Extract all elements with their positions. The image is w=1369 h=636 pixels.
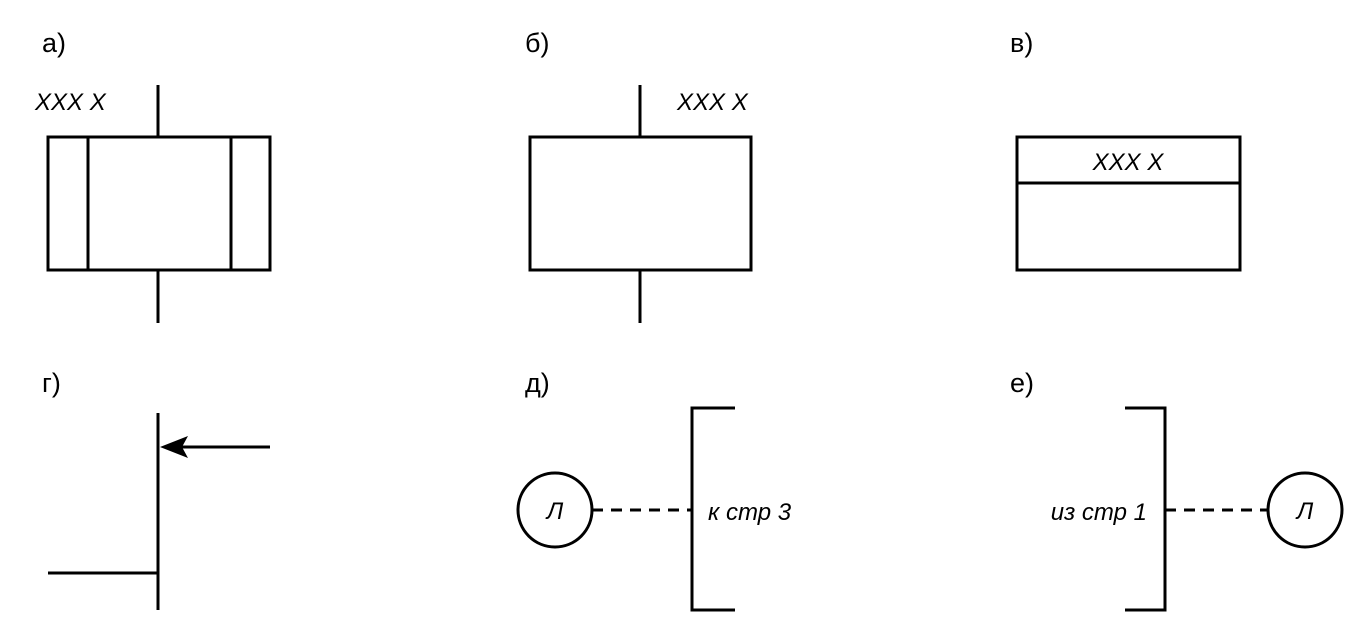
block-label-b: XXX X — [676, 89, 749, 116]
comment-text: к стр 3 — [708, 499, 792, 526]
panel-a: а) XXX X — [34, 28, 272, 323]
connector-label: Л — [1295, 498, 1314, 525]
panel-e: е) из стр 1 Л — [1010, 368, 1344, 612]
process-block — [528, 135, 753, 272]
block-label-a: XXX X — [34, 89, 107, 116]
panel-d: д) Л к стр 3 — [516, 368, 792, 612]
panel-label-d: д) — [525, 368, 550, 398]
panel-v: в) XXX X — [1010, 28, 1242, 272]
comment-bracket — [690, 406, 735, 612]
process-block-with-header — [1015, 135, 1242, 272]
block-label-v: XXX X — [1092, 149, 1165, 176]
comment-text: из стр 1 — [1051, 499, 1147, 526]
panel-label-a: а) — [42, 28, 66, 58]
predefined-process-block — [46, 135, 272, 272]
connector-circle — [1266, 471, 1344, 549]
panel-g: г) — [42, 368, 270, 610]
panel-label-b: б) — [525, 28, 549, 58]
panel-b: б) XXX X — [525, 28, 753, 323]
panel-label-v: в) — [1010, 28, 1033, 58]
panel-label-e: е) — [1010, 368, 1034, 398]
connector-label: Л — [545, 498, 564, 525]
panel-label-g: г) — [42, 368, 61, 398]
arrowhead-icon — [160, 436, 188, 458]
